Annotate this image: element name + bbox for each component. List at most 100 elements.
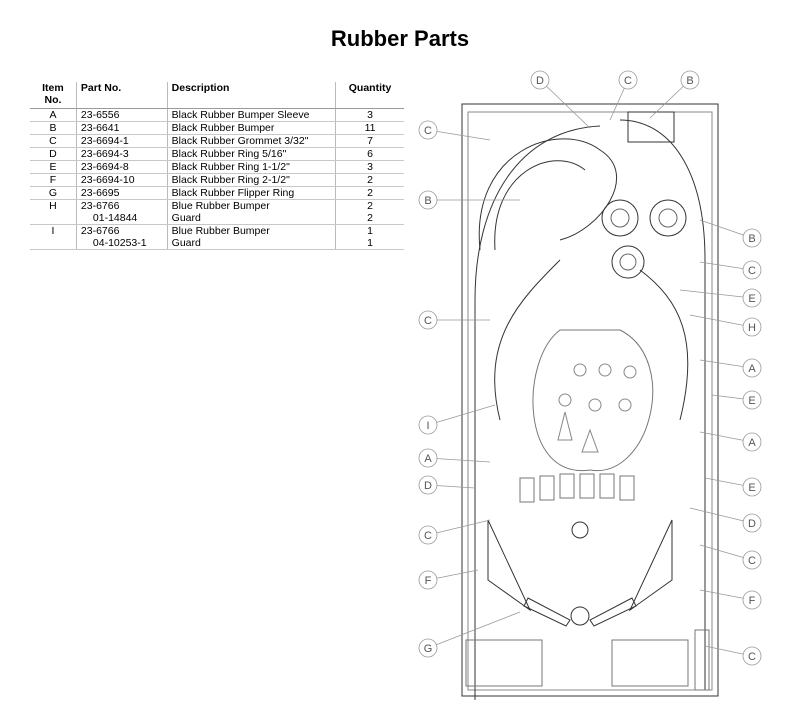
callout-leader — [679, 289, 753, 299]
cell-item-no: A — [30, 108, 77, 122]
callout-circle — [742, 513, 762, 533]
callout-circle — [418, 525, 438, 545]
cell-quantity: 3 — [335, 160, 404, 174]
cell-description: Black Rubber Ring 2-1/2" — [166, 173, 336, 187]
cell-quantity: 2 — [335, 173, 404, 187]
drain — [570, 606, 590, 626]
callout-label: B — [686, 75, 693, 87]
callout-leader — [427, 519, 491, 536]
left-flipper — [523, 597, 571, 627]
cell-item-no — [30, 237, 77, 250]
callout-label: C — [748, 265, 756, 277]
cell-quantity: 1 — [335, 224, 404, 237]
callout-label: C — [424, 530, 432, 542]
sub-part-no: 01-14844 — [92, 212, 138, 224]
cell-quantity: 2 — [335, 199, 404, 212]
cell-description: Guard — [166, 212, 336, 225]
cell-description: Black Rubber Ring 1-1/2" — [166, 160, 336, 174]
callout-label: C — [424, 125, 432, 137]
callout-label: E — [748, 293, 755, 305]
callout-label: F — [425, 575, 432, 587]
header-description: Description — [166, 82, 336, 109]
apron-right — [611, 639, 689, 687]
sub-part-no: 04-10253-1 — [92, 237, 147, 249]
callout-circle — [418, 190, 438, 210]
callout-leader — [689, 314, 753, 328]
center-post — [571, 521, 589, 539]
callout-circle — [742, 358, 762, 378]
callout-label: A — [424, 453, 432, 465]
cell-item-no: I — [51, 225, 55, 237]
cell-description: Black Rubber Bumper — [166, 121, 336, 135]
callout-leader — [427, 611, 521, 649]
callout-circle — [742, 260, 762, 280]
callout-circle — [742, 550, 762, 570]
drop-target-1 — [519, 477, 535, 503]
cell-description: Black Rubber Bumper Sleeve — [166, 108, 336, 122]
page-title: Rubber Parts — [330, 26, 470, 51]
callout-circle — [742, 317, 762, 337]
left-ramp — [494, 259, 561, 421]
cell-item-no: D — [30, 147, 77, 161]
callout-circle — [742, 288, 762, 308]
playfield-outline — [461, 103, 719, 697]
callout-circle — [418, 120, 438, 140]
cell-description: Black Rubber Ring 5/16" — [166, 147, 336, 161]
cell-quantity: 6 — [335, 147, 404, 161]
pop-bumper-2 — [649, 199, 687, 237]
callout-label: B — [748, 233, 755, 245]
callout-circle — [742, 432, 762, 452]
callout-label: C — [748, 555, 756, 567]
callout-circle — [742, 228, 762, 248]
right-flipper — [589, 597, 637, 627]
callout-circle — [418, 310, 438, 330]
right-ramp — [639, 269, 689, 421]
callout-leader — [539, 79, 591, 129]
callout-circle — [530, 70, 550, 90]
callout-circle — [742, 590, 762, 610]
cell-quantity: 11 — [335, 121, 404, 135]
callout-circle — [418, 570, 438, 590]
cell-part-no: 23-6694-1 — [75, 134, 168, 148]
callout-circle — [418, 415, 438, 435]
cell-part-no: 23-6694-10 — [75, 173, 168, 187]
cell-part-no: 01-14844 — [75, 212, 168, 225]
cell-quantity: 2 — [335, 212, 404, 225]
cell-description: Black Rubber Flipper Ring — [166, 186, 336, 200]
callout-circle — [742, 646, 762, 666]
header-part-no: Part No. — [75, 82, 168, 109]
header-quantity: Quantity — [335, 82, 404, 109]
cell-quantity: 3 — [335, 108, 404, 122]
upper-left-loop — [478, 138, 618, 251]
callout-label: D — [424, 480, 432, 492]
callout-leader — [427, 457, 491, 463]
cell-item-no: G — [30, 186, 77, 200]
left-orbit — [474, 125, 601, 700]
cell-item-no: E — [30, 160, 77, 174]
callout-leader — [427, 129, 491, 141]
table-header-row: Item No. Part No. Description Quantity — [30, 82, 404, 109]
right-orbit — [619, 119, 706, 690]
callout-label: C — [624, 75, 632, 87]
cell-description: Guard — [166, 237, 336, 250]
cell-item-no: H — [49, 200, 57, 212]
callout-label: E — [748, 482, 755, 494]
playfield-inner-outline — [467, 111, 713, 691]
callout-circle — [418, 638, 438, 658]
cell-part-no: 04-10253-1 — [75, 237, 168, 250]
center-insert-area — [532, 329, 654, 471]
callout-leader — [427, 404, 496, 426]
callout-label: B — [424, 195, 431, 207]
top-saucer-box — [627, 111, 675, 143]
cell-part-no: 23-6695 — [75, 186, 168, 200]
cell-quantity: 1 — [335, 237, 404, 250]
cell-part-no: 23-6766 — [75, 199, 168, 212]
